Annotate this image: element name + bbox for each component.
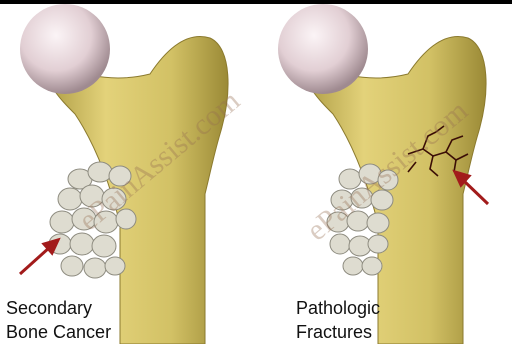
caption-pathologic-fractures: Pathologic Fractures [296, 296, 380, 344]
caption-line-1: Pathologic [296, 296, 380, 320]
caption-secondary-bone-cancer: Secondary Bone Cancer [6, 296, 111, 344]
panel-divider [250, 4, 258, 344]
caption-line-1: Secondary [6, 296, 111, 320]
caption-line-2: Bone Cancer [6, 320, 111, 344]
arrow-to-tumor [20, 240, 58, 274]
femoral-head [20, 4, 110, 94]
femoral-head [278, 4, 368, 94]
panel-pathologic-fractures: ePainAssist.com Pathologic Fractures [258, 4, 508, 344]
panel-secondary-bone-cancer: ePainAssist.com Secondary Bone Cancer [0, 4, 250, 344]
caption-line-2: Fractures [296, 320, 380, 344]
